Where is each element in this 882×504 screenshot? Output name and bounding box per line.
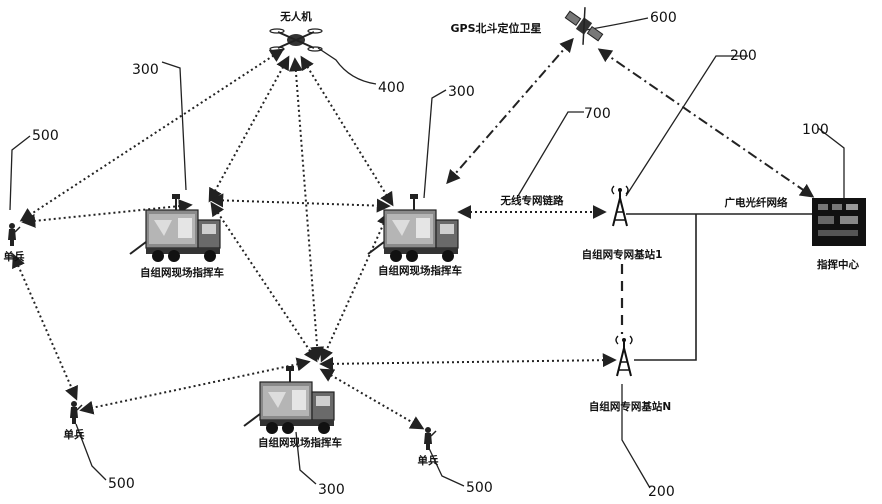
drone-node: 无人机 400 xyxy=(269,10,405,96)
soldier-left-ref: 500 xyxy=(32,128,59,144)
soldier-left-label: 单兵 xyxy=(4,250,25,263)
link-vehicle-left-center xyxy=(209,193,391,213)
base-station-n-node: 自组网专网基站N 200 xyxy=(589,335,675,500)
leader-600 xyxy=(585,17,649,31)
soldier-bottom-ref: 500 xyxy=(466,480,493,496)
command-center-node: 指挥中心 100 xyxy=(802,122,866,271)
leader-400 xyxy=(317,47,377,85)
leader-500-lower xyxy=(75,423,107,481)
vehicle-center-ref: 300 xyxy=(448,84,475,100)
mesh-links xyxy=(12,48,617,430)
soldier-lower-label: 单兵 xyxy=(64,428,85,441)
command-center-label: 指挥中心 xyxy=(817,258,859,271)
soldier-left-node: 单兵 500 xyxy=(4,128,59,263)
wireless-link-ref: 700 xyxy=(584,106,611,122)
base-station-n-label: 自组网专网基站N xyxy=(589,400,671,413)
leader-200-top xyxy=(625,55,748,197)
vehicle-bottom-node: 自组网现场指挥车 300 xyxy=(243,365,345,498)
link-drone-vehicle-center xyxy=(300,55,394,207)
leader-500-bottom xyxy=(427,445,465,487)
base-station-1-label: 自组网专网基站1 xyxy=(582,248,663,261)
link-drone-soldier-left xyxy=(19,48,285,222)
reference-leaders xyxy=(9,17,845,489)
link-drone-vehicle-left xyxy=(208,55,290,203)
vehicle-bottom-label: 自组网现场指挥车 xyxy=(258,436,342,449)
vehicle-left-node: 自组网现场指挥车 300 xyxy=(129,62,224,279)
soldier-icon xyxy=(7,222,21,247)
truck-icon xyxy=(129,193,221,263)
soldier-icon xyxy=(69,400,83,425)
leader-300-bottom xyxy=(295,431,317,485)
vehicle-center-node: 自组网现场指挥车 300 xyxy=(367,84,475,277)
link-fiber-base-n xyxy=(634,214,697,361)
leader-500-left xyxy=(9,135,31,211)
base-station-n-ref: 200 xyxy=(648,484,675,500)
link-bottom-soldier-lower xyxy=(79,357,311,415)
soldier-lower-left-node: 单兵 500 xyxy=(64,400,135,492)
soldier-bottom-node: 单兵 500 xyxy=(418,426,493,496)
fiber-link-label: 广电光纤网络 xyxy=(725,196,788,209)
base-station-1-node: 自组网专网基站1 200 xyxy=(582,48,757,261)
leader-300-left xyxy=(161,61,187,191)
tower-icon xyxy=(611,185,629,227)
leader-200-bottom xyxy=(621,384,651,489)
base-station-1-ref: 200 xyxy=(730,48,757,64)
command-center-icon xyxy=(812,198,866,246)
tower-icon xyxy=(615,335,633,377)
leader-100 xyxy=(817,127,845,198)
satellite-icon xyxy=(564,7,604,45)
satellite-label: GPS北斗定位卫星 xyxy=(450,21,541,35)
link-satellite-command xyxy=(597,48,815,198)
vehicle-left-ref: 300 xyxy=(132,62,159,78)
soldier-bottom-label: 单兵 xyxy=(418,454,439,467)
satellite-node: GPS北斗定位卫星 600 xyxy=(450,7,677,45)
vehicle-left-label: 自组网现场指挥车 xyxy=(140,266,224,279)
drone-label: 无人机 xyxy=(279,10,312,23)
leader-700 xyxy=(517,111,584,197)
soldier-lower-ref: 500 xyxy=(108,476,135,492)
link-satellite-vehicle xyxy=(446,37,574,185)
vehicle-bottom-ref: 300 xyxy=(318,482,345,498)
truck-icon xyxy=(243,365,335,435)
link-soldier-left-lower xyxy=(12,253,78,401)
drone-icon xyxy=(269,28,323,52)
link-vehicle-left-bottom xyxy=(210,201,318,363)
link-bottom-base-n xyxy=(319,353,617,371)
command-center-ref: 100 xyxy=(802,122,829,138)
satellite-ref: 600 xyxy=(650,10,677,26)
drone-ref: 400 xyxy=(378,80,405,96)
vehicle-center-label: 自组网现场指挥车 xyxy=(378,264,462,277)
link-drone-vehicle-bottom xyxy=(288,57,325,361)
leader-300-center xyxy=(423,89,447,199)
soldier-icon xyxy=(423,426,437,451)
link-bottom-soldier-bottom xyxy=(319,368,425,430)
link-vehicle-center-bottom xyxy=(320,211,390,363)
wireless-link-label: 无线专网链路 xyxy=(500,194,564,207)
